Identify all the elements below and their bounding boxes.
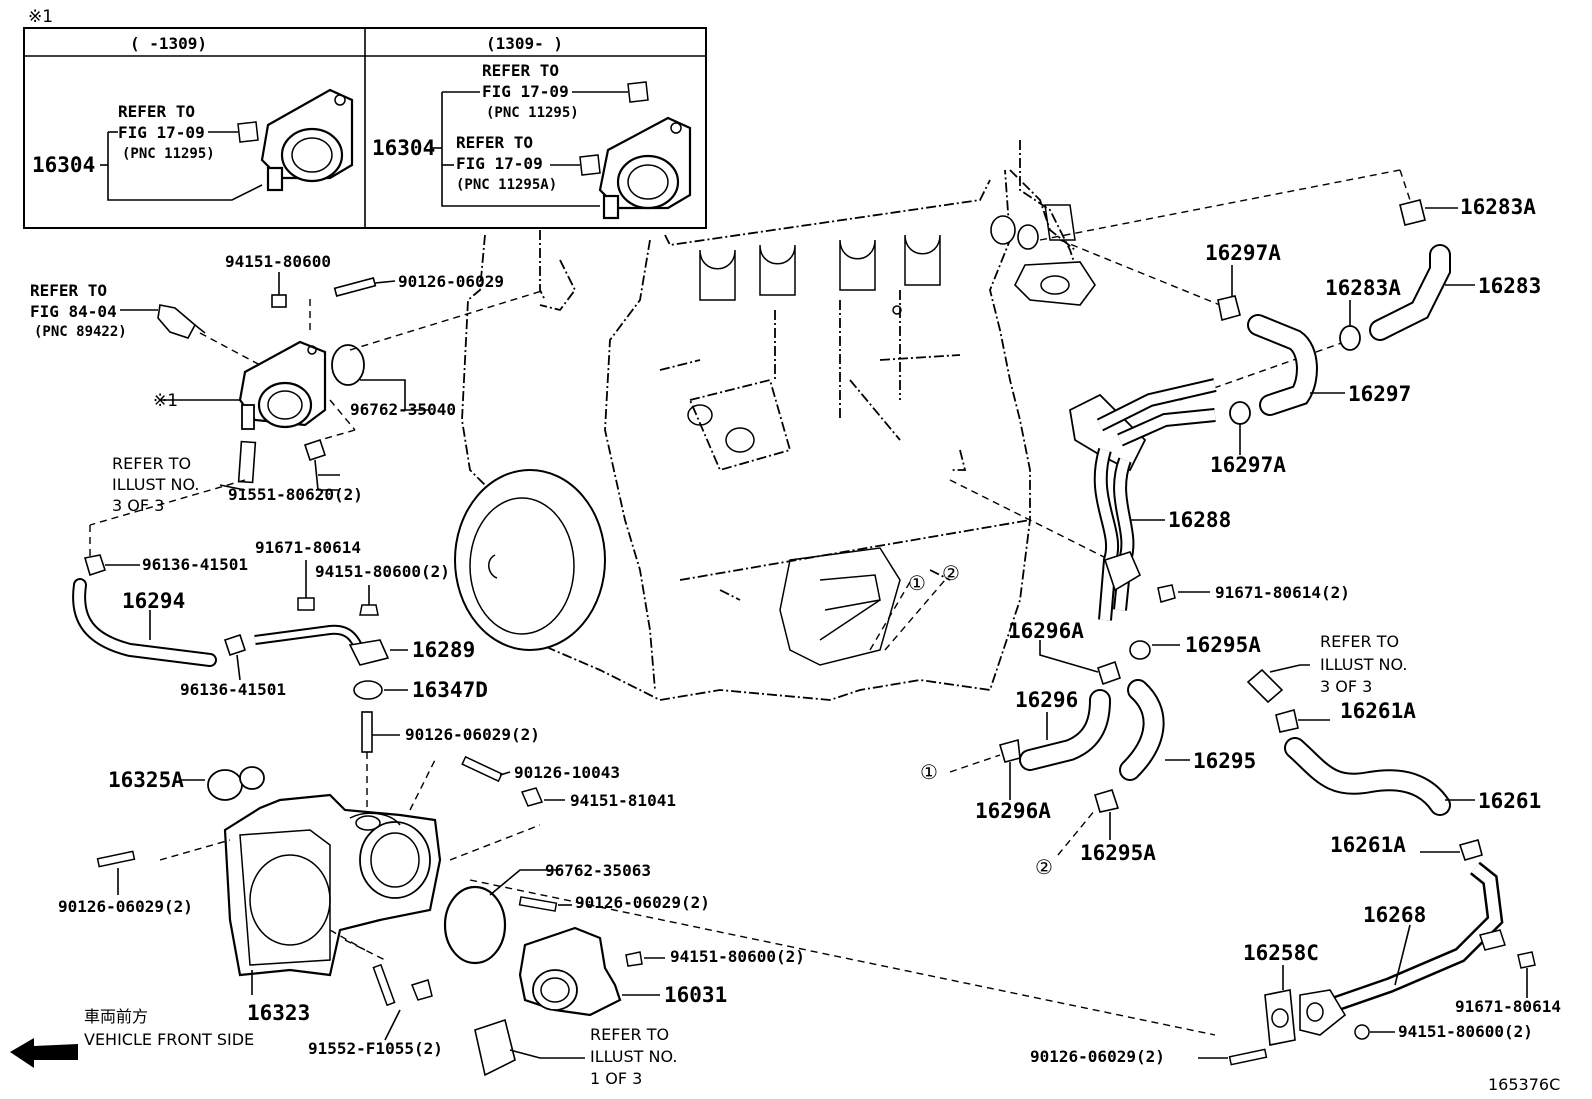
- label-16296: 16296: [1015, 688, 1078, 712]
- label-16323: 16323: [247, 1001, 310, 1025]
- label-90126-06029-2c: 90126-06029(2): [58, 897, 193, 916]
- inset-right-header: (1309- ): [486, 34, 563, 53]
- engine-block: [454, 140, 1096, 701]
- label-16347D: 16347D: [412, 678, 488, 702]
- vehicle-front-indicator: 車両前方 VEHICLE FRONT SIDE: [10, 1007, 254, 1068]
- label-91671-80614-2: 91671-80614(2): [1215, 583, 1350, 602]
- inset-right-refer-b3: (PNC 11295A): [456, 177, 557, 193]
- label-94151-80600-2a: 94151-80600(2): [315, 562, 450, 581]
- refer-illust1-2: ILLUST NO.: [590, 1047, 677, 1066]
- refer-illust1-3: 1 OF 3: [590, 1069, 642, 1088]
- crank-pulley: [454, 469, 606, 651]
- label-90126-10043: 90126-10043: [514, 763, 620, 782]
- label-91671-80614-b: 91671-80614: [1455, 997, 1561, 1016]
- label-16288: 16288: [1168, 508, 1231, 532]
- inset-left-header: ( -1309): [130, 34, 207, 53]
- label-16261: 16261: [1478, 789, 1541, 813]
- hose-group-left: [72, 554, 408, 815]
- label-96762-35040: 96762-35040: [350, 400, 456, 419]
- label-91671-80614-a: 91671-80614: [255, 538, 361, 557]
- label-16294: 16294: [122, 589, 185, 613]
- inset-right-refer-a3: (PNC 11295): [486, 105, 579, 121]
- label-96136-41501-a: 96136-41501: [142, 555, 248, 574]
- part-labels: REFER TO FIG 84-04 (PNC 89422) REFER TO …: [10, 195, 1561, 1094]
- inset-right-refer-a2: FIG 17-09: [482, 82, 569, 101]
- inset-left-part: 16304: [32, 153, 95, 177]
- label-16283A-top: 16283A: [1460, 195, 1536, 219]
- label-16261A-bottom: 16261A: [1330, 833, 1406, 857]
- inset-left-refer-1: REFER TO: [118, 102, 195, 121]
- inset-right-refer-b2: FIG 17-09: [456, 154, 543, 173]
- label-90126-06029-2a: 90126-06029(2): [405, 725, 540, 744]
- inset-left-refer-3: (PNC 11295): [122, 146, 215, 162]
- label-96762-35063: 96762-35063: [545, 861, 651, 880]
- label-16283: 16283: [1478, 274, 1541, 298]
- label-91552-F1055: 91552-F1055(2): [308, 1039, 443, 1058]
- label-16283A: 16283A: [1325, 276, 1401, 300]
- refer-illust3-right-2: ILLUST NO.: [1320, 655, 1407, 674]
- circle-1-lower: ①: [920, 760, 938, 784]
- label-16268: 16268: [1363, 903, 1426, 927]
- label-90126-06029-2d: 90126-06029(2): [1030, 1047, 1165, 1066]
- label-16258C: 16258C: [1243, 941, 1319, 965]
- water-outlet-group: ※1: [89, 272, 546, 560]
- label-16297A-bottom: 16297A: [1210, 453, 1286, 477]
- front-arrow-icon: [10, 1038, 78, 1068]
- inset-right-refer-a1: REFER TO: [482, 61, 559, 80]
- label-16295A-top: 16295A: [1185, 633, 1261, 657]
- circle-1-upper: ①: [908, 571, 926, 595]
- figure-id: 165376C: [1488, 1075, 1560, 1094]
- inset-marker: ※1: [28, 7, 53, 27]
- right-hose-group: [869, 169, 1536, 1066]
- inset-right-refer-b1: REFER TO: [456, 133, 533, 152]
- inset-right-part: 16304: [372, 136, 435, 160]
- circle-2-lower: ②: [1035, 855, 1053, 879]
- refer-illust3-left-1: REFER TO: [112, 454, 191, 473]
- temp-sensor: [157, 304, 206, 339]
- label-16296A-bottom: 16296A: [975, 799, 1051, 823]
- inset-left-refer-2: FIG 17-09: [118, 123, 205, 142]
- front-label-jp: 車両前方: [84, 1007, 148, 1026]
- label-16295: 16295: [1193, 749, 1256, 773]
- label-91551-80620: 91551-80620(2): [228, 485, 363, 504]
- label-16295A-bottom: 16295A: [1080, 841, 1156, 865]
- water-outlet-inset-left: [260, 88, 354, 192]
- label-94151-80600-2c: 94151-80600(2): [1398, 1022, 1533, 1041]
- label-94151-81041: 94151-81041: [570, 791, 676, 810]
- label-90126-06029-2b: 90126-06029(2): [575, 893, 710, 912]
- label-16296A-top: 16296A: [1008, 619, 1084, 643]
- refer-illust3-left-2: ILLUST NO.: [112, 475, 199, 494]
- refer-fig84-3: (PNC 89422): [34, 324, 127, 340]
- label-90126-06029: 90126-06029: [398, 272, 504, 291]
- label-16031: 16031: [664, 983, 727, 1007]
- refer-illust3-right-1: REFER TO: [1320, 632, 1399, 651]
- label-16325A: 16325A: [108, 768, 184, 792]
- water-outlet-inset-right: [598, 116, 692, 220]
- inset-box: ※1 ( -1309) (1309- ) 16304 REFER TO FIG …: [23, 7, 707, 229]
- label-94151-80600-2b: 94151-80600(2): [670, 947, 805, 966]
- label-16297: 16297: [1348, 382, 1411, 406]
- refer-illust1-1: REFER TO: [590, 1025, 669, 1044]
- refer-illust3-right-3: 3 OF 3: [1320, 677, 1372, 696]
- circle-2-upper: ②: [942, 561, 960, 585]
- label-16289: 16289: [412, 638, 475, 662]
- refer-illust3-left-3: 3 OF 3: [112, 496, 164, 515]
- marker-1: ※1: [153, 391, 178, 411]
- water-inlet-group: [96, 755, 1216, 1077]
- refer-fig84-2: FIG 84-04: [30, 302, 117, 321]
- label-16297A-top: 16297A: [1205, 241, 1281, 265]
- refer-fig84-1: REFER TO: [30, 281, 107, 300]
- front-label-en: VEHICLE FRONT SIDE: [84, 1030, 254, 1049]
- label-94151-80600: 94151-80600: [225, 252, 331, 271]
- label-96136-41501-b: 96136-41501: [180, 680, 286, 699]
- label-16261A-top: 16261A: [1340, 699, 1416, 723]
